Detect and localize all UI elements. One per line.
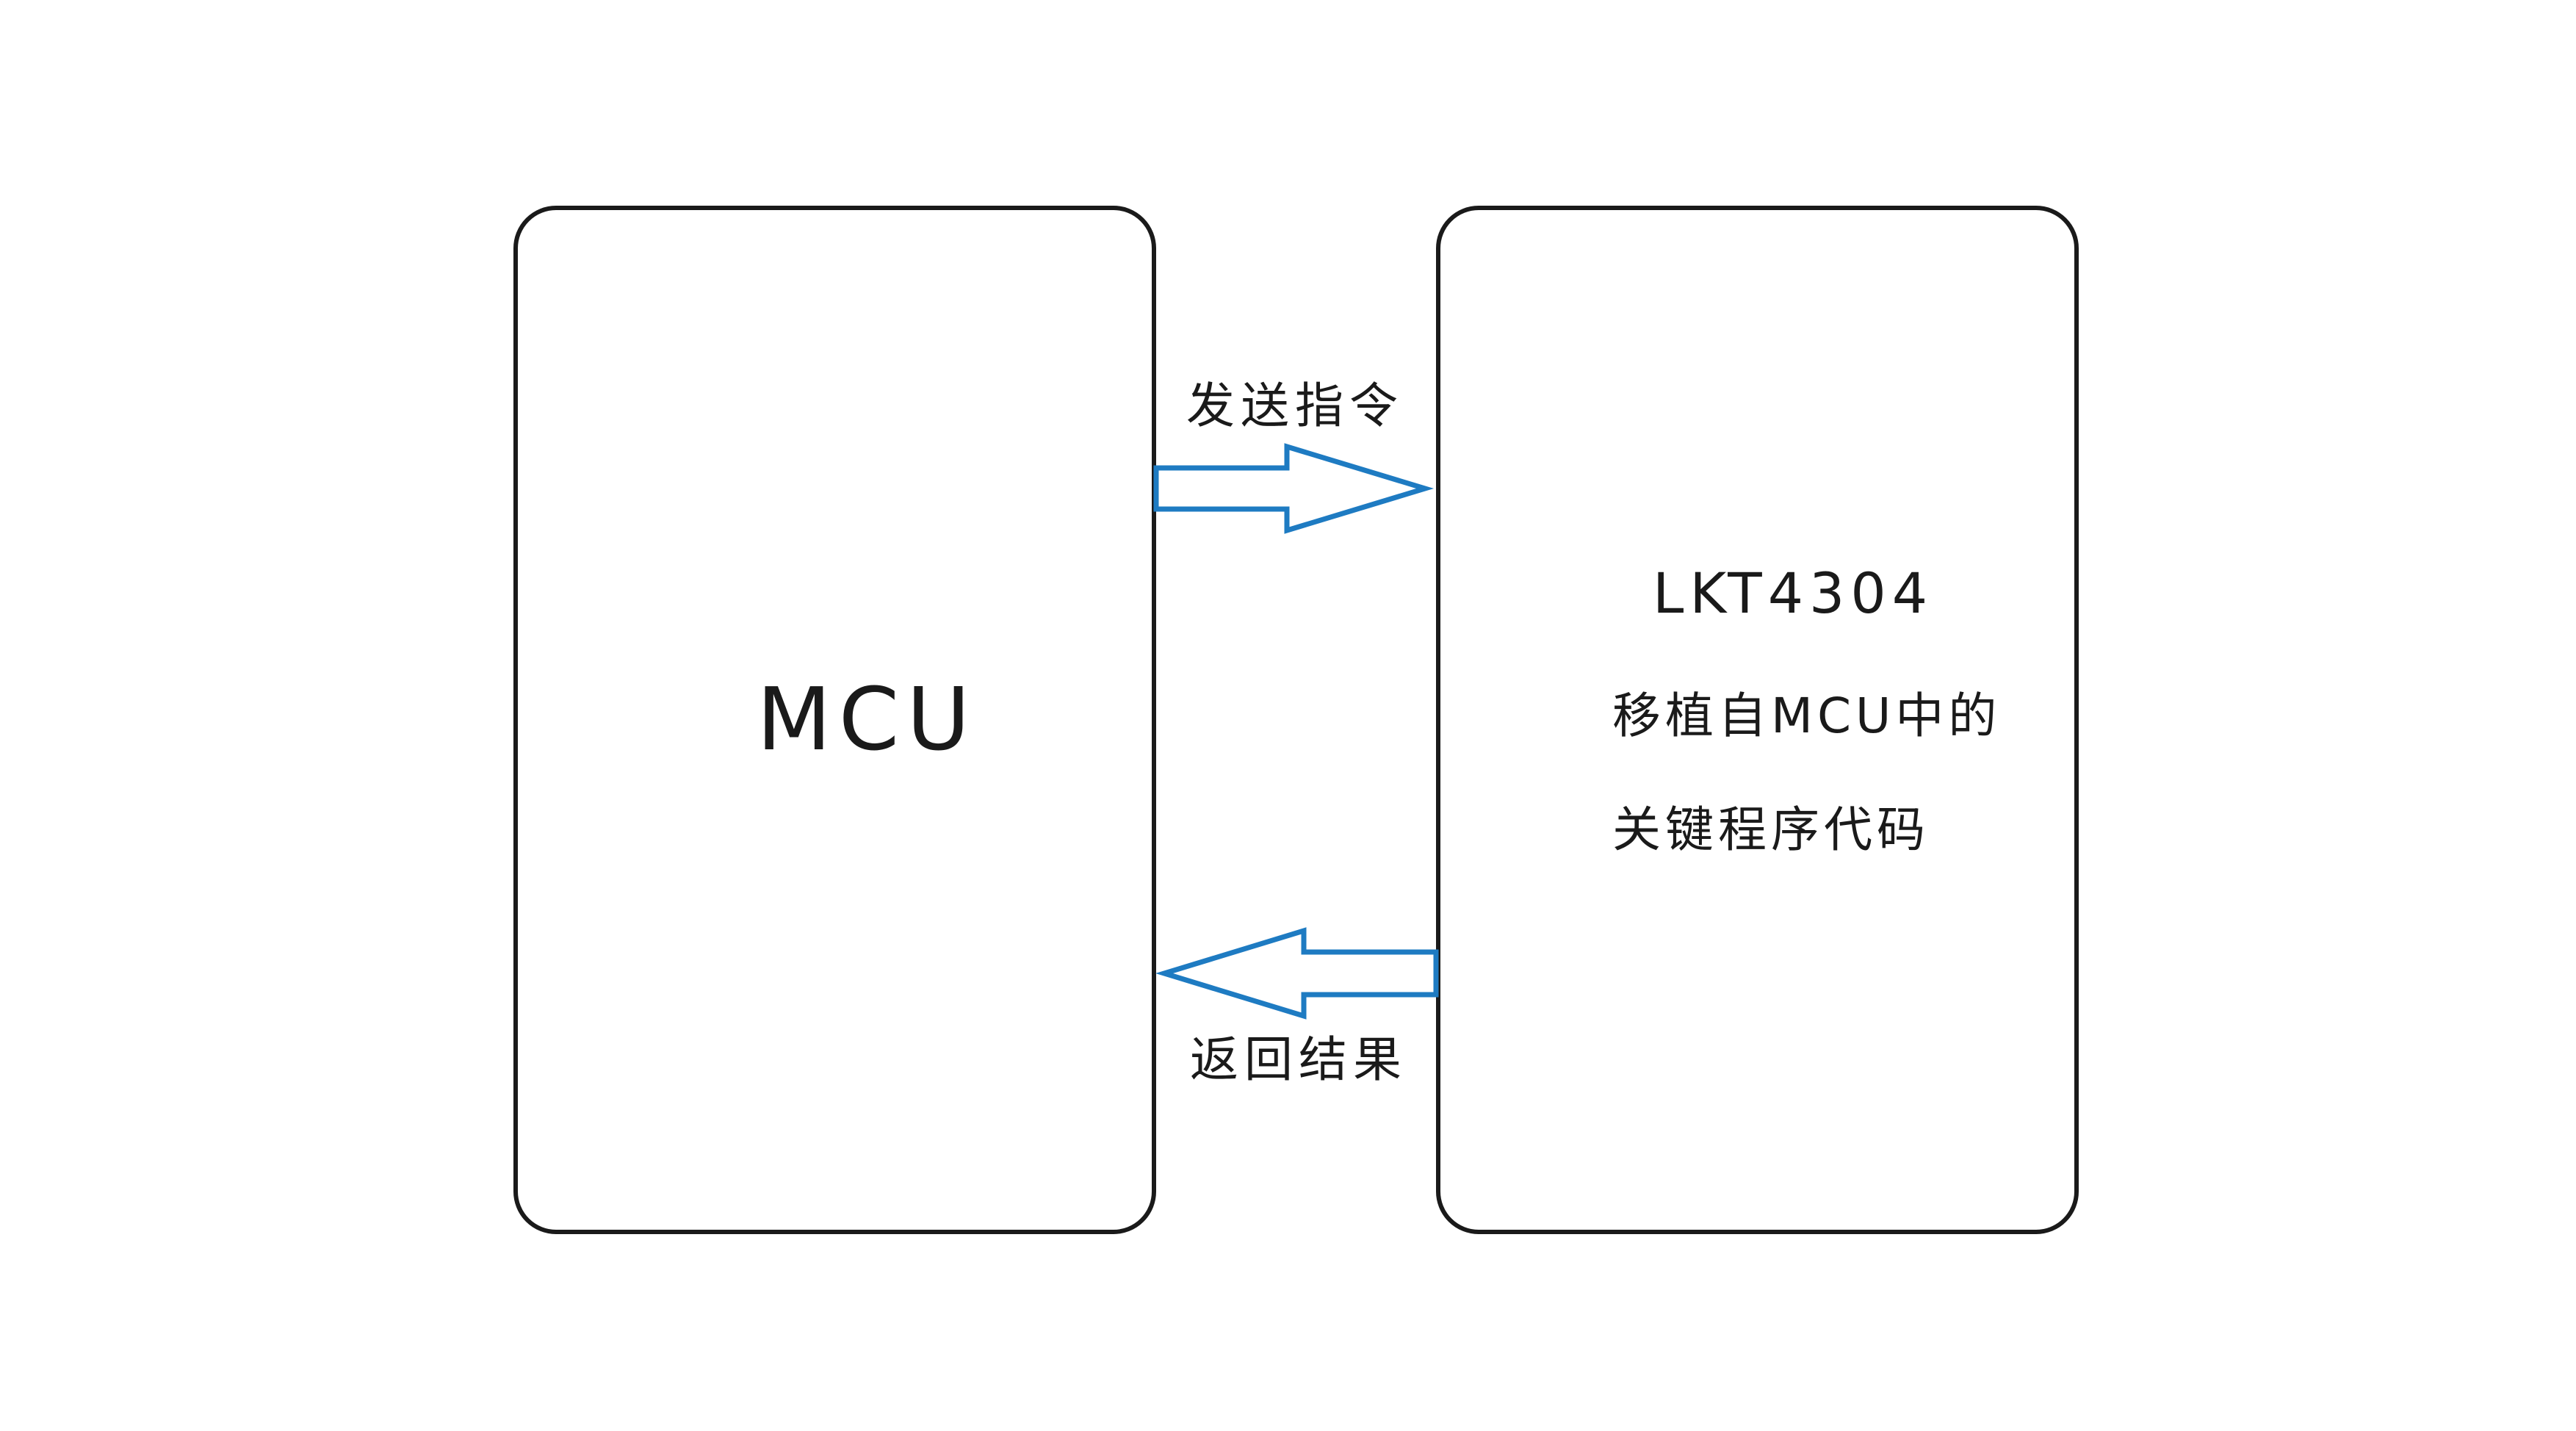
return-arrow-icon [1155,927,1439,1020]
lkt4304-description-line-2: 关键程序代码 [1612,801,1930,858]
lkt4304-description-line-1: 移植自MCU中的 [1612,688,2002,744]
mcu-box [513,206,1156,1234]
mcu-label: MCU [757,668,978,770]
lkt4304-title: LKT4304 [1653,560,1934,626]
return-result-label: 返回结果 [1190,1031,1407,1088]
send-command-label: 发送指令 [1186,378,1404,434]
send-arrow-icon [1153,443,1435,534]
lkt4304-box [1436,206,2079,1234]
